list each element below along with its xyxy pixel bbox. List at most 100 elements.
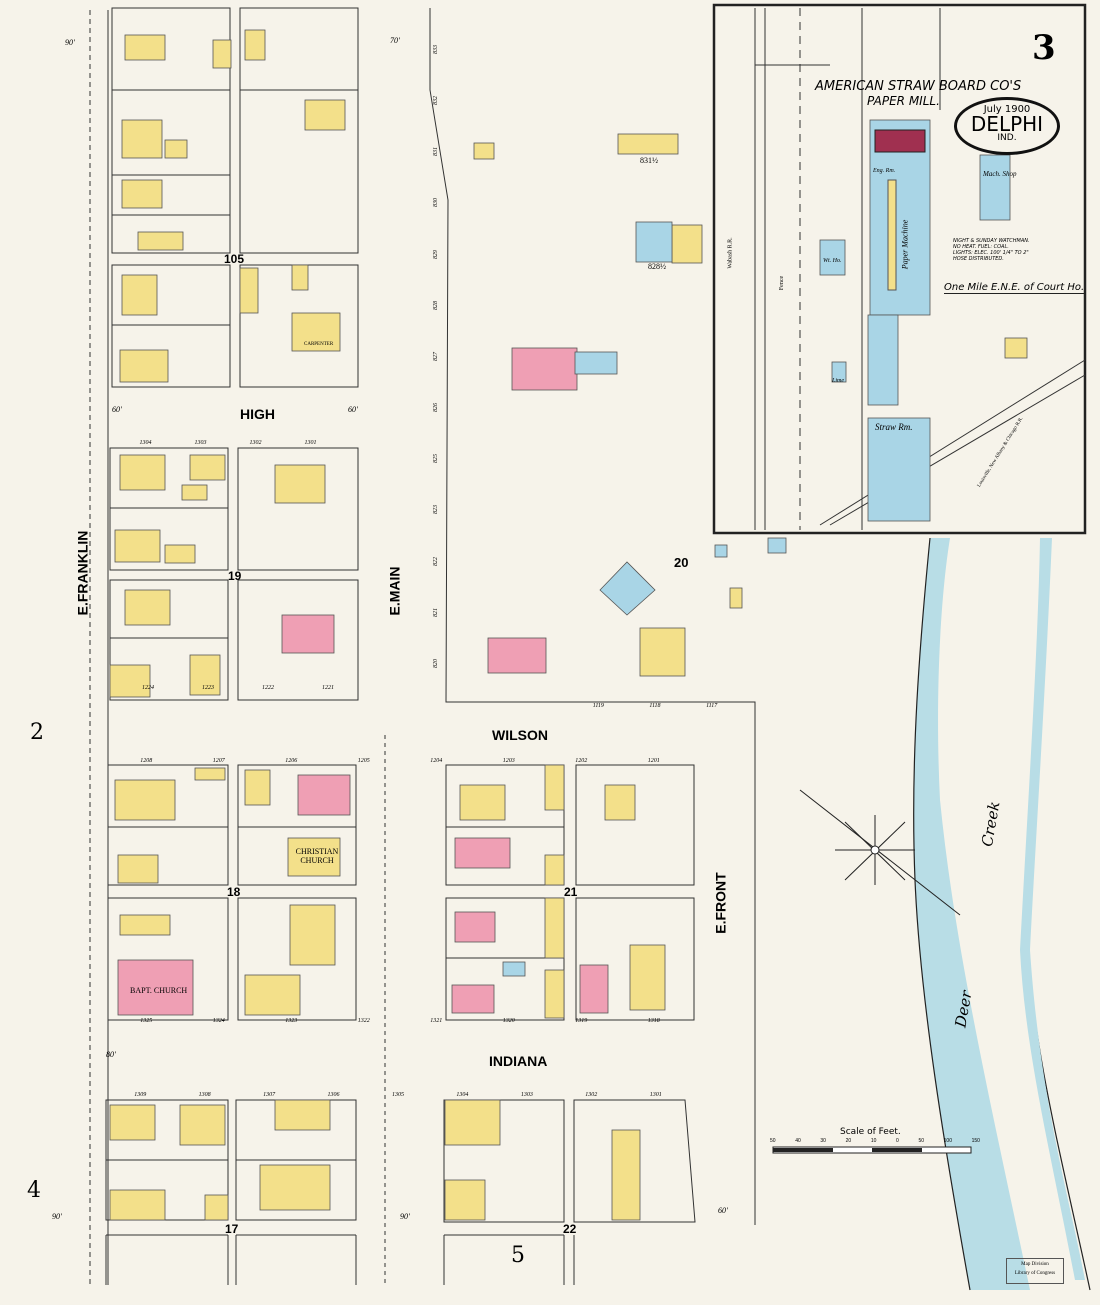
block	[111, 264, 231, 388]
address: 1302	[249, 440, 262, 446]
label-paper-machine: Paper Machine	[900, 219, 910, 270]
street-width: 70'	[390, 36, 400, 45]
address: 1303	[194, 440, 207, 446]
adjoining-sheet-ref: 5	[511, 1243, 525, 1268]
street-width: 60'	[718, 1206, 728, 1215]
label-wt-ho: Wt. Ho.	[823, 258, 842, 264]
address: 1308	[198, 1092, 211, 1098]
inset-notes: Night & Sunday Watchman.No Heat. Fuel: C…	[953, 238, 1030, 262]
address: 1208	[140, 758, 153, 764]
block-19	[109, 579, 229, 701]
address: 1207	[212, 758, 225, 764]
block-22	[443, 1099, 565, 1223]
street-width: 60'	[348, 405, 358, 414]
scale-tick: 20	[845, 1138, 852, 1144]
block	[239, 7, 359, 254]
block-21	[575, 764, 695, 886]
block-number: 22	[563, 1222, 577, 1236]
block-number: 19	[228, 569, 242, 583]
title-cartouche: July 1900 DELPHI IND.	[954, 97, 1060, 155]
address: 1118	[649, 703, 661, 709]
inset-frame	[712, 3, 1087, 535]
street-width: 90'	[65, 38, 75, 47]
address: 1119	[592, 703, 604, 709]
address: 826	[433, 403, 439, 413]
address: 1307	[263, 1092, 276, 1098]
address: 822	[433, 556, 439, 566]
label-christian-church: CHRISTIAN CHURCH	[295, 847, 339, 865]
inset-company: American Straw Board Co's	[815, 79, 1022, 94]
address: 825	[433, 454, 439, 464]
block-18-south	[107, 897, 229, 1021]
address: 1321	[430, 1018, 443, 1024]
address: 1205	[357, 758, 370, 764]
address: 1301	[304, 440, 317, 446]
scale-tick: 50	[918, 1138, 924, 1144]
title-state: IND.	[997, 133, 1017, 143]
address: 1224	[142, 685, 154, 691]
street-high: HIGH	[240, 406, 275, 422]
scale-tick: 10	[870, 1138, 877, 1144]
label-lime: Lime	[832, 378, 844, 384]
block-21	[445, 764, 565, 886]
north-arrow-compass	[799, 789, 961, 916]
scale-tick: 50	[770, 1138, 776, 1144]
label-828-half: 828½	[648, 262, 666, 271]
street-width: 80'	[106, 1050, 116, 1059]
stamp-line: Map Division	[1021, 1262, 1049, 1267]
address: 1302	[585, 1092, 598, 1098]
address: 829	[433, 249, 439, 259]
scale-tick: 30	[820, 1138, 826, 1144]
label-straw-rm: Straw Rm.	[875, 422, 913, 432]
scale-tick: 100	[943, 1138, 952, 1144]
block-21-south	[445, 897, 565, 1021]
stamp-line: Library of Congress	[1014, 1271, 1056, 1276]
scale-tick: 0	[896, 1138, 899, 1144]
address: 1323	[285, 1018, 298, 1024]
note: Night & Sunday Watchman.	[953, 238, 1030, 244]
address: 1304	[456, 1092, 469, 1098]
address: 1222	[262, 685, 274, 691]
address: 827	[433, 351, 439, 361]
address: 1206	[285, 758, 298, 764]
label-wabash-rr: Wabash R.R.	[727, 237, 734, 269]
block-number: 18	[227, 885, 241, 899]
scale-bar	[772, 1146, 972, 1154]
address: 1304	[139, 440, 152, 446]
block-number: 21	[564, 885, 578, 899]
block-19-north	[109, 447, 229, 571]
address: 1320	[502, 1018, 515, 1024]
note: Lights: Elec. 100' 1/4" to 2"	[953, 250, 1029, 256]
brick-buildings	[117, 347, 609, 1016]
address: 831	[433, 147, 439, 157]
sheet-number: 3	[1032, 28, 1056, 68]
street-e-main: E.MAIN	[386, 566, 403, 616]
title-city: DELPHI	[970, 112, 1044, 136]
address: 820	[433, 658, 439, 668]
address: 1322	[357, 1018, 370, 1024]
block-21-south	[575, 897, 695, 1021]
street-width: 90'	[52, 1212, 62, 1221]
address: 1305	[391, 1092, 404, 1098]
scale-tick: 150	[971, 1138, 980, 1144]
street-e-front: E.FRONT	[712, 872, 729, 934]
address: 833	[433, 45, 439, 54]
address: 1303	[520, 1092, 533, 1098]
address: 823	[433, 505, 439, 515]
address: 1301	[649, 1092, 662, 1098]
block-number: 17	[225, 1222, 239, 1236]
scale-tick: 40	[795, 1138, 801, 1144]
label-831-half: 831½	[640, 156, 658, 165]
address: 1221	[322, 685, 334, 691]
address: 1325	[140, 1018, 153, 1024]
label-eng-rm: Eng. Rm.	[873, 168, 896, 174]
label-carpenter: CARPENTER	[304, 342, 334, 347]
special-buildings	[502, 221, 787, 977]
